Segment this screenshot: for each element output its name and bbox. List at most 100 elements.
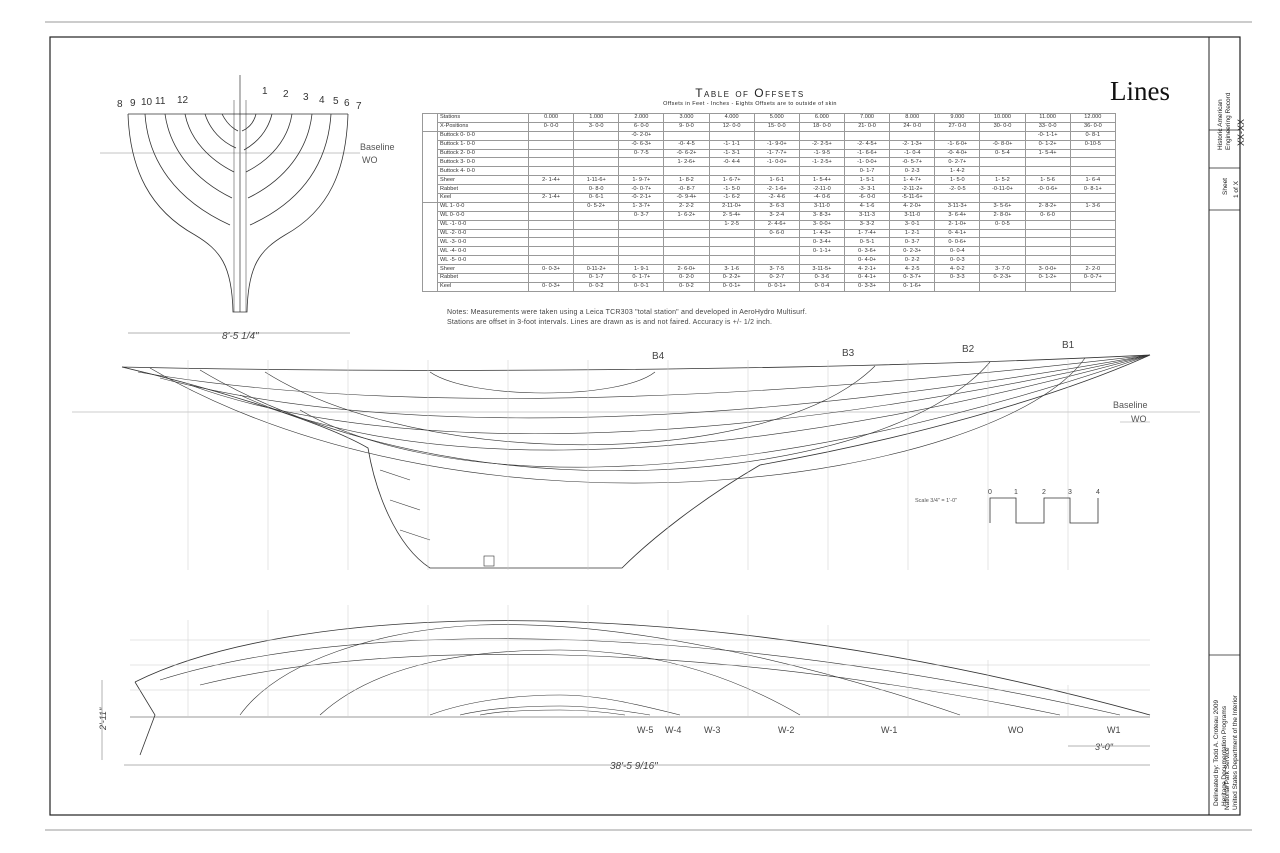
body-plan-station-number: 6: [344, 98, 350, 109]
offsets-corner-cell: [422, 113, 438, 132]
body-plan-station-number: 4: [319, 95, 325, 106]
xpos-cell: 0- 0-0: [527, 121, 575, 132]
offsets-group-label: Heights Above Baseline: [422, 130, 438, 203]
sheet-title: Lines: [1110, 76, 1170, 106]
station-cell: 3.000: [663, 113, 710, 123]
offsets-cell: -0- 1-1+: [1024, 130, 1071, 141]
offsets-cell: 2- 8-2+: [1024, 201, 1071, 212]
offsets-cell: 0- 4-1+: [934, 228, 981, 239]
offsets-cell: [618, 219, 665, 230]
offsets-cell: 0- 0-4: [798, 281, 845, 292]
offsets-cell: 0- 3-4+: [798, 237, 845, 248]
offsets-cell: -0- 6-2+: [663, 148, 710, 159]
offsets-cell: 0- 2-2+: [708, 273, 755, 283]
offsets-cell: [708, 246, 755, 257]
offsets-cell: 0- 3-3: [934, 273, 981, 283]
offsets-cell: 1- 9-1: [618, 264, 665, 275]
offsets-cell: 1- 2-1: [889, 228, 936, 239]
body-plan-hull-right: [240, 113, 349, 313]
offsets-cell: [527, 139, 575, 150]
body-plan-wo-label: WO: [362, 155, 378, 165]
offsets-cell: [753, 237, 800, 248]
offsets-cell: [663, 246, 710, 257]
offsets-cell: [663, 166, 710, 177]
body-plan-station-number: 11: [155, 96, 166, 107]
offsets-cell: 3- 6-4+: [934, 210, 981, 221]
height-dimension: 2'-11": [98, 707, 108, 731]
xpos-cell: 3- 0-0: [573, 121, 620, 132]
offsets-row-label: Sheer: [437, 264, 529, 275]
station-cell: 11.000: [1024, 113, 1071, 123]
offsets-cell: 0-11-2+: [573, 264, 620, 275]
offsets-cell: [798, 255, 845, 266]
offsets-cell: [934, 130, 981, 141]
body-plan-station: [144, 113, 231, 226]
profile-wo-label: WO: [1131, 414, 1147, 424]
offsets-cell: [1069, 193, 1117, 203]
offsets-cell: 0- 8-1+: [1069, 184, 1117, 195]
body-plan-width-dimension: 8'-5 1/4": [222, 331, 259, 342]
offsets-cell: 0- 5-2+: [573, 201, 620, 212]
profile-waterline: [299, 354, 1151, 468]
profile-waterline: [189, 354, 1151, 435]
offsets-cell: 0- 7-5: [618, 148, 665, 159]
offsets-cell: 1- 3-7+: [618, 201, 665, 212]
offsets-cell: [1069, 166, 1117, 177]
offsets-cell: [527, 237, 575, 248]
offsets-cell: 0- 3-3+: [843, 281, 891, 292]
offsets-cell: [753, 166, 800, 177]
offsets-row-label: Rabbet: [437, 273, 529, 283]
offsets-cell: [1024, 255, 1071, 266]
offsets-cell: [934, 193, 981, 203]
offsets-cell: 0- 3-7+: [889, 273, 936, 283]
offsets-cell: -0- 2-0+: [618, 130, 665, 141]
waterline-label: W-2: [778, 725, 794, 735]
waterline-label: W1: [1107, 725, 1121, 735]
offsets-cell: [573, 166, 620, 177]
offsets-cell: -0- 5-7+: [889, 157, 936, 168]
offsets-row-label: Buttock 4- 0-0: [437, 166, 529, 177]
offsets-cell: -1- 0-0+: [843, 157, 891, 168]
offsets-cell: [527, 148, 575, 159]
offsets-cell: 0- 2-0: [663, 273, 710, 283]
offsets-cell: [618, 228, 665, 239]
waterline-label: W-4: [665, 725, 681, 735]
offsets-cell: [889, 130, 936, 141]
offsets-cell: 0- 2-7+: [934, 157, 981, 168]
offsets-cell: [753, 130, 800, 141]
offsets-cell: -1- 9-0+: [753, 139, 800, 150]
offsets-cell: 3- 1-6: [708, 264, 755, 275]
profile-station-lines: [187, 360, 1069, 570]
offsets-row-label: Buttock 3- 0-0: [437, 157, 529, 168]
profile-keel-detail: [389, 499, 421, 511]
offsets-cell: [663, 255, 710, 266]
offsets-cell: [573, 210, 620, 221]
offsets-row: Halfbreadths From CenterlineWL 1- 0-00- …: [422, 201, 1117, 292]
offsets-cell: [1069, 246, 1117, 257]
offsets-cell: -2- 4-5+: [843, 139, 891, 150]
profile-keel-detail: [379, 469, 411, 481]
body-plan-station-number: 8: [117, 99, 123, 110]
offsets-cell: 1- 9-7+: [618, 175, 665, 186]
body-plan-station: [247, 113, 313, 199]
offsets-cell: [618, 237, 665, 248]
offsets-cell: [979, 130, 1026, 141]
body-plan-station-number: 5: [333, 96, 339, 107]
offsets-cell: 0- 1-7+: [618, 273, 665, 283]
offsets-cell: -3- 3-1: [843, 184, 891, 195]
offsets-cell: [798, 166, 845, 177]
offsets-cell: -1- 7-7+: [753, 148, 800, 159]
station-cell: 10.000: [979, 113, 1026, 123]
offsets-cell: [979, 166, 1026, 177]
profile-buttock-b4: [429, 371, 656, 394]
offsets-cell: [1024, 281, 1071, 292]
offsets-cell: 1- 5-6: [1024, 175, 1071, 186]
profile-buttock-label: B2: [962, 344, 975, 355]
offsets-cell: -1- 2-5+: [798, 157, 845, 168]
